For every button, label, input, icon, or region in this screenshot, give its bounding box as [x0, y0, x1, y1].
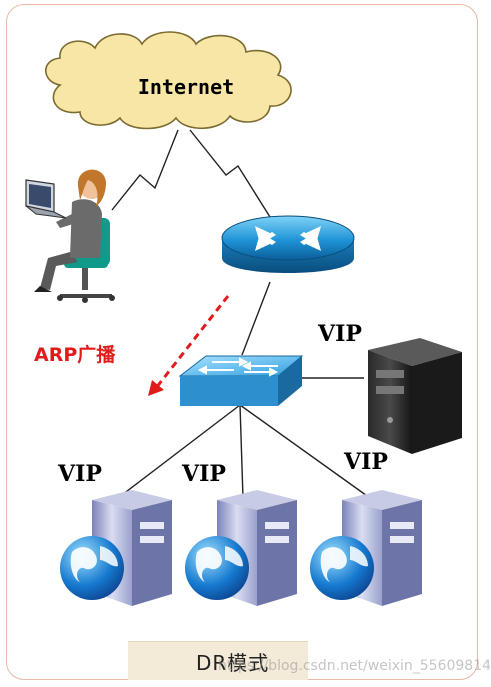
switch-to-server3-link [239, 404, 371, 499]
globe-icon [310, 536, 374, 600]
vip-label-server-1: VIP [57, 461, 102, 487]
watermark-text: https://blog.csdn.net/weixin_55609814 [218, 658, 491, 674]
caption-box [128, 641, 308, 680]
switch-to-server1-link [117, 404, 241, 499]
globe-icon [185, 536, 249, 600]
switch-icon [178, 355, 304, 406]
arp-broadcast-arrow [148, 295, 230, 396]
router-icon [221, 215, 355, 273]
internet-to-router-link [189, 129, 271, 218]
diagram-caption: DR模式 [196, 651, 270, 675]
connection-lines [111, 129, 371, 499]
globe-icon [60, 536, 124, 600]
client-user-icon [25, 169, 115, 303]
real-server-icon [342, 490, 422, 606]
router-to-switch-link [241, 281, 271, 356]
vip-label-server-3: VIP [343, 449, 388, 475]
vip-label-server-2: VIP [181, 461, 226, 487]
director-server-icon [368, 338, 462, 454]
arp-broadcast-label: ARP广播 [34, 343, 116, 366]
vip-label-director: VIP [317, 321, 362, 347]
cloud-label: Internet [138, 75, 234, 99]
cloud-icon: Internet [44, 31, 292, 130]
switch-to-server2-link [239, 404, 244, 499]
real-server-3 [310, 490, 422, 606]
real-server-2 [185, 490, 297, 606]
internet-to-client-link [111, 129, 179, 211]
real-server-1 [60, 490, 172, 606]
